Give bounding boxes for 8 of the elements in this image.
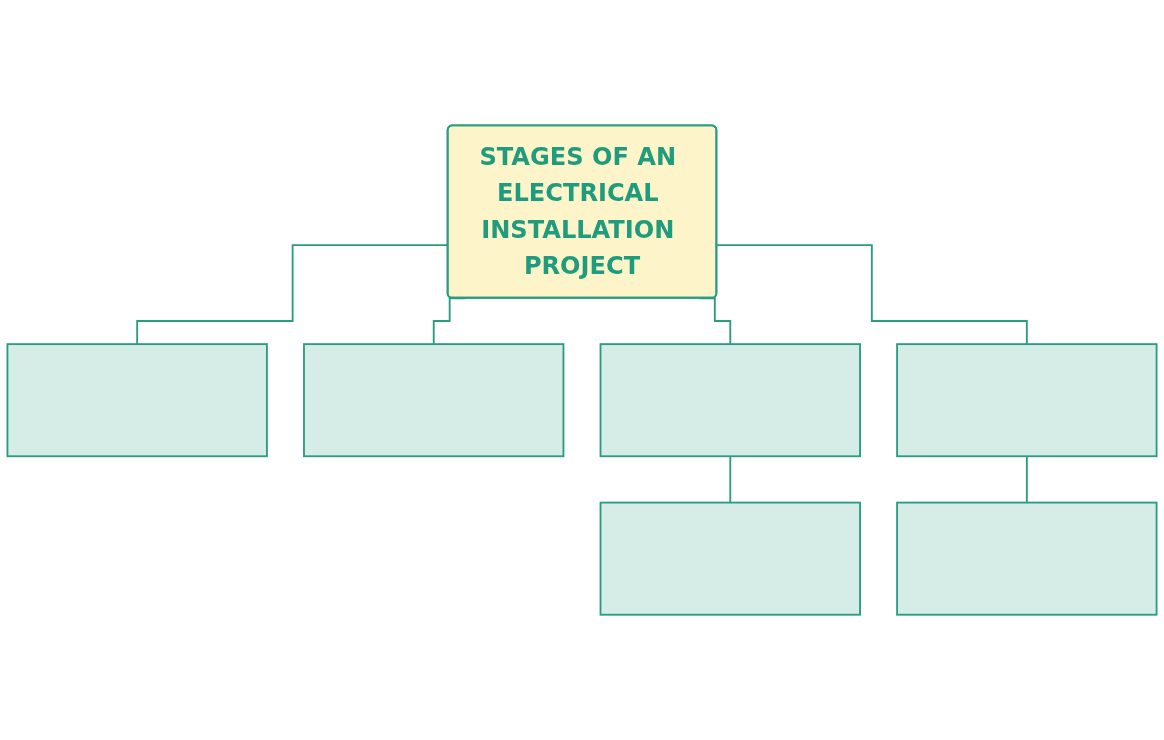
node-box (6, 343, 268, 458)
node-box (896, 501, 1158, 616)
node-box (303, 343, 565, 458)
connector (1025, 455, 1028, 504)
node-box (599, 343, 861, 458)
node-box (599, 501, 861, 616)
node-box (896, 343, 1158, 458)
connector (729, 455, 732, 504)
